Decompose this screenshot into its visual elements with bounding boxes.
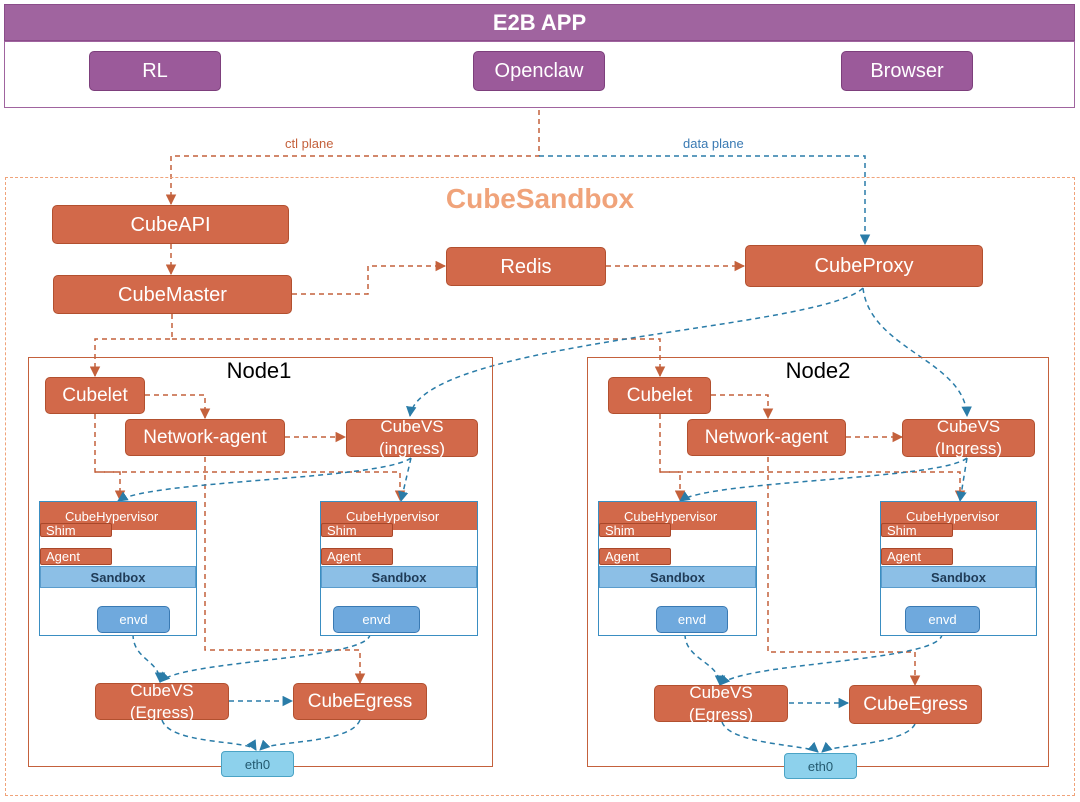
ctl-plane-label: ctl plane xyxy=(285,136,334,151)
node1-hypervisor-left-sandbox: Sandbox xyxy=(40,566,196,588)
node1-hypervisor-right-envd[interactable]: envd xyxy=(333,606,420,633)
node2-hypervisor-right-agent[interactable]: Agent xyxy=(881,548,953,565)
node1-hypervisor-right-agent[interactable]: Agent xyxy=(321,548,393,565)
node1-hypervisor-left-envd[interactable]: envd xyxy=(97,606,170,633)
node1-hypervisor-left-agent[interactable]: Agent xyxy=(40,548,112,565)
node1-cube-egress-box[interactable]: CubeEgress xyxy=(293,683,427,720)
node2-cubevs-ingress-box[interactable]: CubeVS (Ingress) xyxy=(902,417,1035,458)
node2-hypervisor-left-sandbox: Sandbox xyxy=(599,566,756,588)
cubesandbox-region xyxy=(5,177,1075,796)
e2b-app-header: E2B APP xyxy=(4,4,1075,41)
node2-hypervisor-right-shim[interactable]: Shim xyxy=(881,523,953,538)
node1-cubevs-ingress-box[interactable]: CubeVS (ingress) xyxy=(346,417,478,458)
node2-title: Node2 xyxy=(785,358,851,383)
browser-button[interactable]: Browser xyxy=(841,51,973,91)
node1-hypervisor-left-shim[interactable]: Shim xyxy=(40,523,112,538)
node1-title: Node1 xyxy=(226,358,292,383)
node2-hypervisor-left-title: CubeHypervisor xyxy=(599,502,756,530)
node2-hypervisor-left-shim[interactable]: Shim xyxy=(599,523,671,538)
redis-box[interactable]: Redis xyxy=(446,247,606,286)
node1-network-agent-box[interactable]: Network-agent xyxy=(125,419,285,456)
node1-cubelet-box[interactable]: Cubelet xyxy=(45,377,145,414)
openclaw-button[interactable]: Openclaw xyxy=(473,51,605,91)
cubeapi-box[interactable]: CubeAPI xyxy=(52,205,289,244)
node2-cube-egress-box[interactable]: CubeEgress xyxy=(849,685,982,724)
node1-cubevs-egress-box[interactable]: CubeVS (Egress) xyxy=(95,681,229,722)
node2-hypervisor-left-envd[interactable]: envd xyxy=(656,606,728,633)
node2-cubelet-box[interactable]: Cubelet xyxy=(608,377,711,414)
node1-eth0[interactable]: eth0 xyxy=(221,751,294,777)
data-plane-label: data plane xyxy=(683,136,744,151)
node2-network-agent-box[interactable]: Network-agent xyxy=(687,419,846,456)
node2-hypervisor-right-envd[interactable]: envd xyxy=(905,606,980,633)
node2-hypervisor-right-title: CubeHypervisor xyxy=(881,502,1036,530)
node1-hypervisor-right-sandbox: Sandbox xyxy=(321,566,477,588)
cubesandbox-title: CubeSandbox xyxy=(445,183,635,214)
rl-button[interactable]: RL xyxy=(89,51,221,91)
cubemaster-box[interactable]: CubeMaster xyxy=(53,275,292,314)
node1-hypervisor-left-title: CubeHypervisor xyxy=(40,502,196,530)
cubeproxy-box[interactable]: CubeProxy xyxy=(745,245,983,287)
node1-hypervisor-right-shim[interactable]: Shim xyxy=(321,523,393,538)
node2-cubevs-egress-box[interactable]: CubeVS (Egress) xyxy=(654,683,788,724)
node2-hypervisor-right-sandbox: Sandbox xyxy=(881,566,1036,588)
node2-hypervisor-left-agent[interactable]: Agent xyxy=(599,548,671,565)
node2-eth0[interactable]: eth0 xyxy=(784,753,857,779)
